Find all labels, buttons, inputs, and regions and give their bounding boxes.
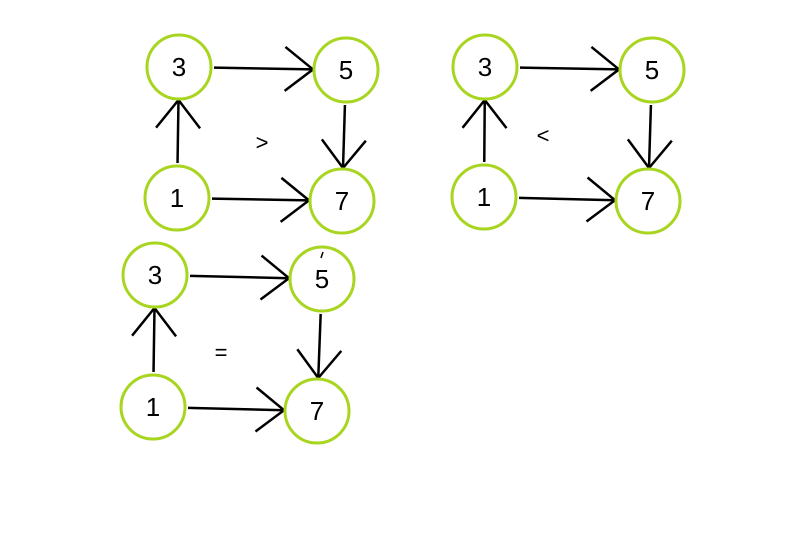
edge-1-to-7 — [211, 176, 312, 223]
node-7: 7 — [283, 377, 351, 445]
node-label: 1 — [477, 182, 491, 212]
edge-5-to-7 — [296, 313, 343, 381]
node-label: 3 — [148, 260, 162, 290]
diagram-less-than: 3 5 1 7 < — [450, 33, 686, 235]
node-3: 3 — [451, 33, 519, 101]
node-5: 5 — [618, 36, 686, 104]
node-1: 1 — [450, 163, 518, 231]
node-3: 3 — [121, 241, 189, 309]
edge-3-to-5 — [519, 45, 622, 92]
node-5: 5 — [312, 36, 380, 104]
node-7: 7 — [614, 167, 682, 235]
edge-3-to-5 — [189, 254, 292, 301]
node-label: 1 — [146, 392, 160, 422]
node-1: 1 — [119, 373, 187, 441]
edge-3-to-5 — [213, 45, 316, 92]
edge-1-to-3 — [155, 97, 202, 164]
edge-1-to-3 — [131, 305, 178, 373]
diagram-greater-than: 3 5 1 7 > — [143, 33, 380, 235]
node-label: 3 — [478, 52, 492, 82]
edge-5-to-7 — [320, 104, 367, 171]
node-1: 1 — [143, 164, 211, 232]
node-3: 3 — [145, 33, 213, 101]
node-5: 5 — [288, 245, 356, 313]
stray-mark — [320, 251, 324, 259]
node-label: 3 — [172, 52, 186, 82]
edge-1-to-7 — [187, 386, 287, 433]
node-label: 5 — [645, 55, 659, 85]
comparison-symbol: > — [256, 130, 269, 155]
node-label: 5 — [315, 264, 329, 294]
node-label: 5 — [339, 55, 353, 85]
node-label: 7 — [310, 396, 324, 426]
edge-1-to-7 — [518, 176, 618, 223]
node-7: 7 — [308, 167, 376, 235]
edge-1-to-3 — [461, 97, 508, 163]
comparison-symbol: < — [537, 123, 550, 148]
node-label: 7 — [335, 186, 349, 216]
node-label: 1 — [170, 183, 184, 213]
node-label: 7 — [641, 186, 655, 216]
edge-5-to-7 — [626, 104, 673, 171]
diagram-equal: 3 5 1 7 = — [119, 241, 356, 445]
comparison-symbol: = — [215, 340, 228, 365]
